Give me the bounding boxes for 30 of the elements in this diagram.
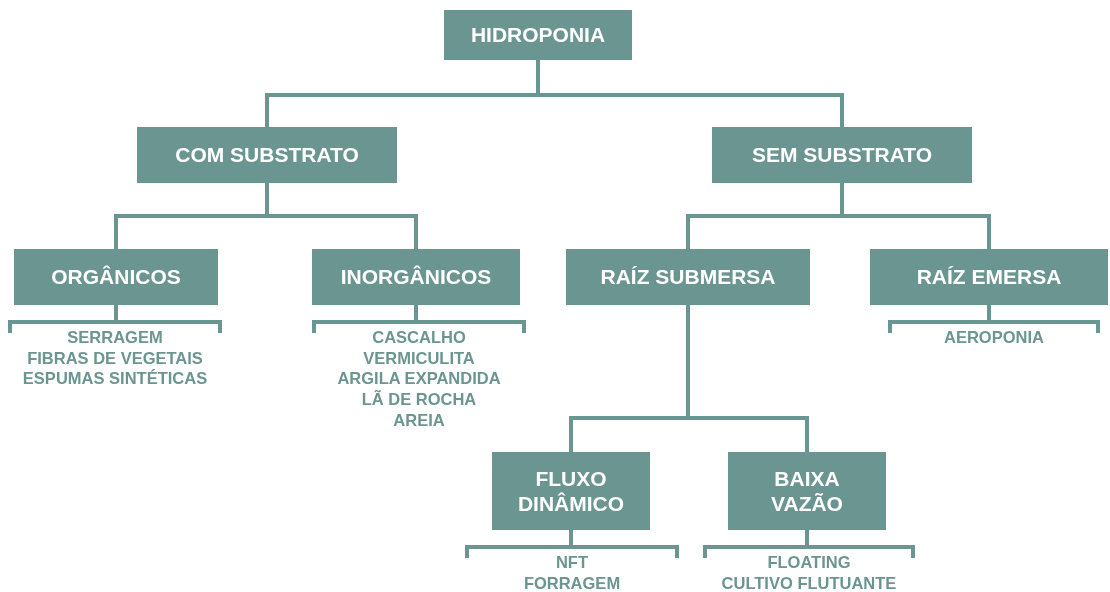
- list-item: FORRAGEM: [523, 572, 621, 592]
- bracket-connector: [465, 528, 679, 560]
- connector-line: [265, 183, 418, 249]
- connector-line: [840, 183, 991, 249]
- category-box: RAÍZ EMERSA: [870, 249, 1108, 305]
- list-item: SERRAGEM: [67, 327, 163, 348]
- list-item: FLOATING: [767, 552, 851, 573]
- connector-line: [536, 60, 844, 127]
- bracket-connector: [312, 303, 526, 335]
- bracket-connector: [8, 303, 222, 335]
- list-item: CASCALHO: [372, 327, 466, 348]
- list-item: LÃ DE ROCHA: [361, 388, 477, 410]
- list-item: AREIA: [393, 409, 445, 431]
- list-item: VERMICULITA: [363, 347, 475, 369]
- bracket-connector: [703, 528, 915, 560]
- category-box: RAÍZ SUBMERSA: [566, 249, 810, 305]
- bracket-connector: [888, 303, 1100, 335]
- list-item: AEROPONIA: [944, 327, 1044, 348]
- list-item: FIBRAS DE VEGETAIS: [27, 347, 203, 369]
- list-item: NFT: [555, 552, 589, 573]
- category-box: FLUXO DINÂMICO: [492, 452, 650, 530]
- category-box: SEM SUBSTRATO: [712, 127, 972, 183]
- list-item: CULTIVO FLUTUANTE: [721, 572, 897, 592]
- list-item: ESPUMAS SINTÉTICAS: [22, 368, 208, 389]
- category-box: COM SUBSTRATO: [137, 127, 397, 183]
- category-box: HIDROPONIA: [444, 10, 632, 60]
- list-item: ARGILA EXPANDIDA: [337, 368, 501, 389]
- category-box: INORGÂNICOS: [312, 249, 520, 305]
- category-box: ORGÂNICOS: [14, 249, 218, 305]
- category-box: BAIXA VAZÃO: [728, 452, 886, 530]
